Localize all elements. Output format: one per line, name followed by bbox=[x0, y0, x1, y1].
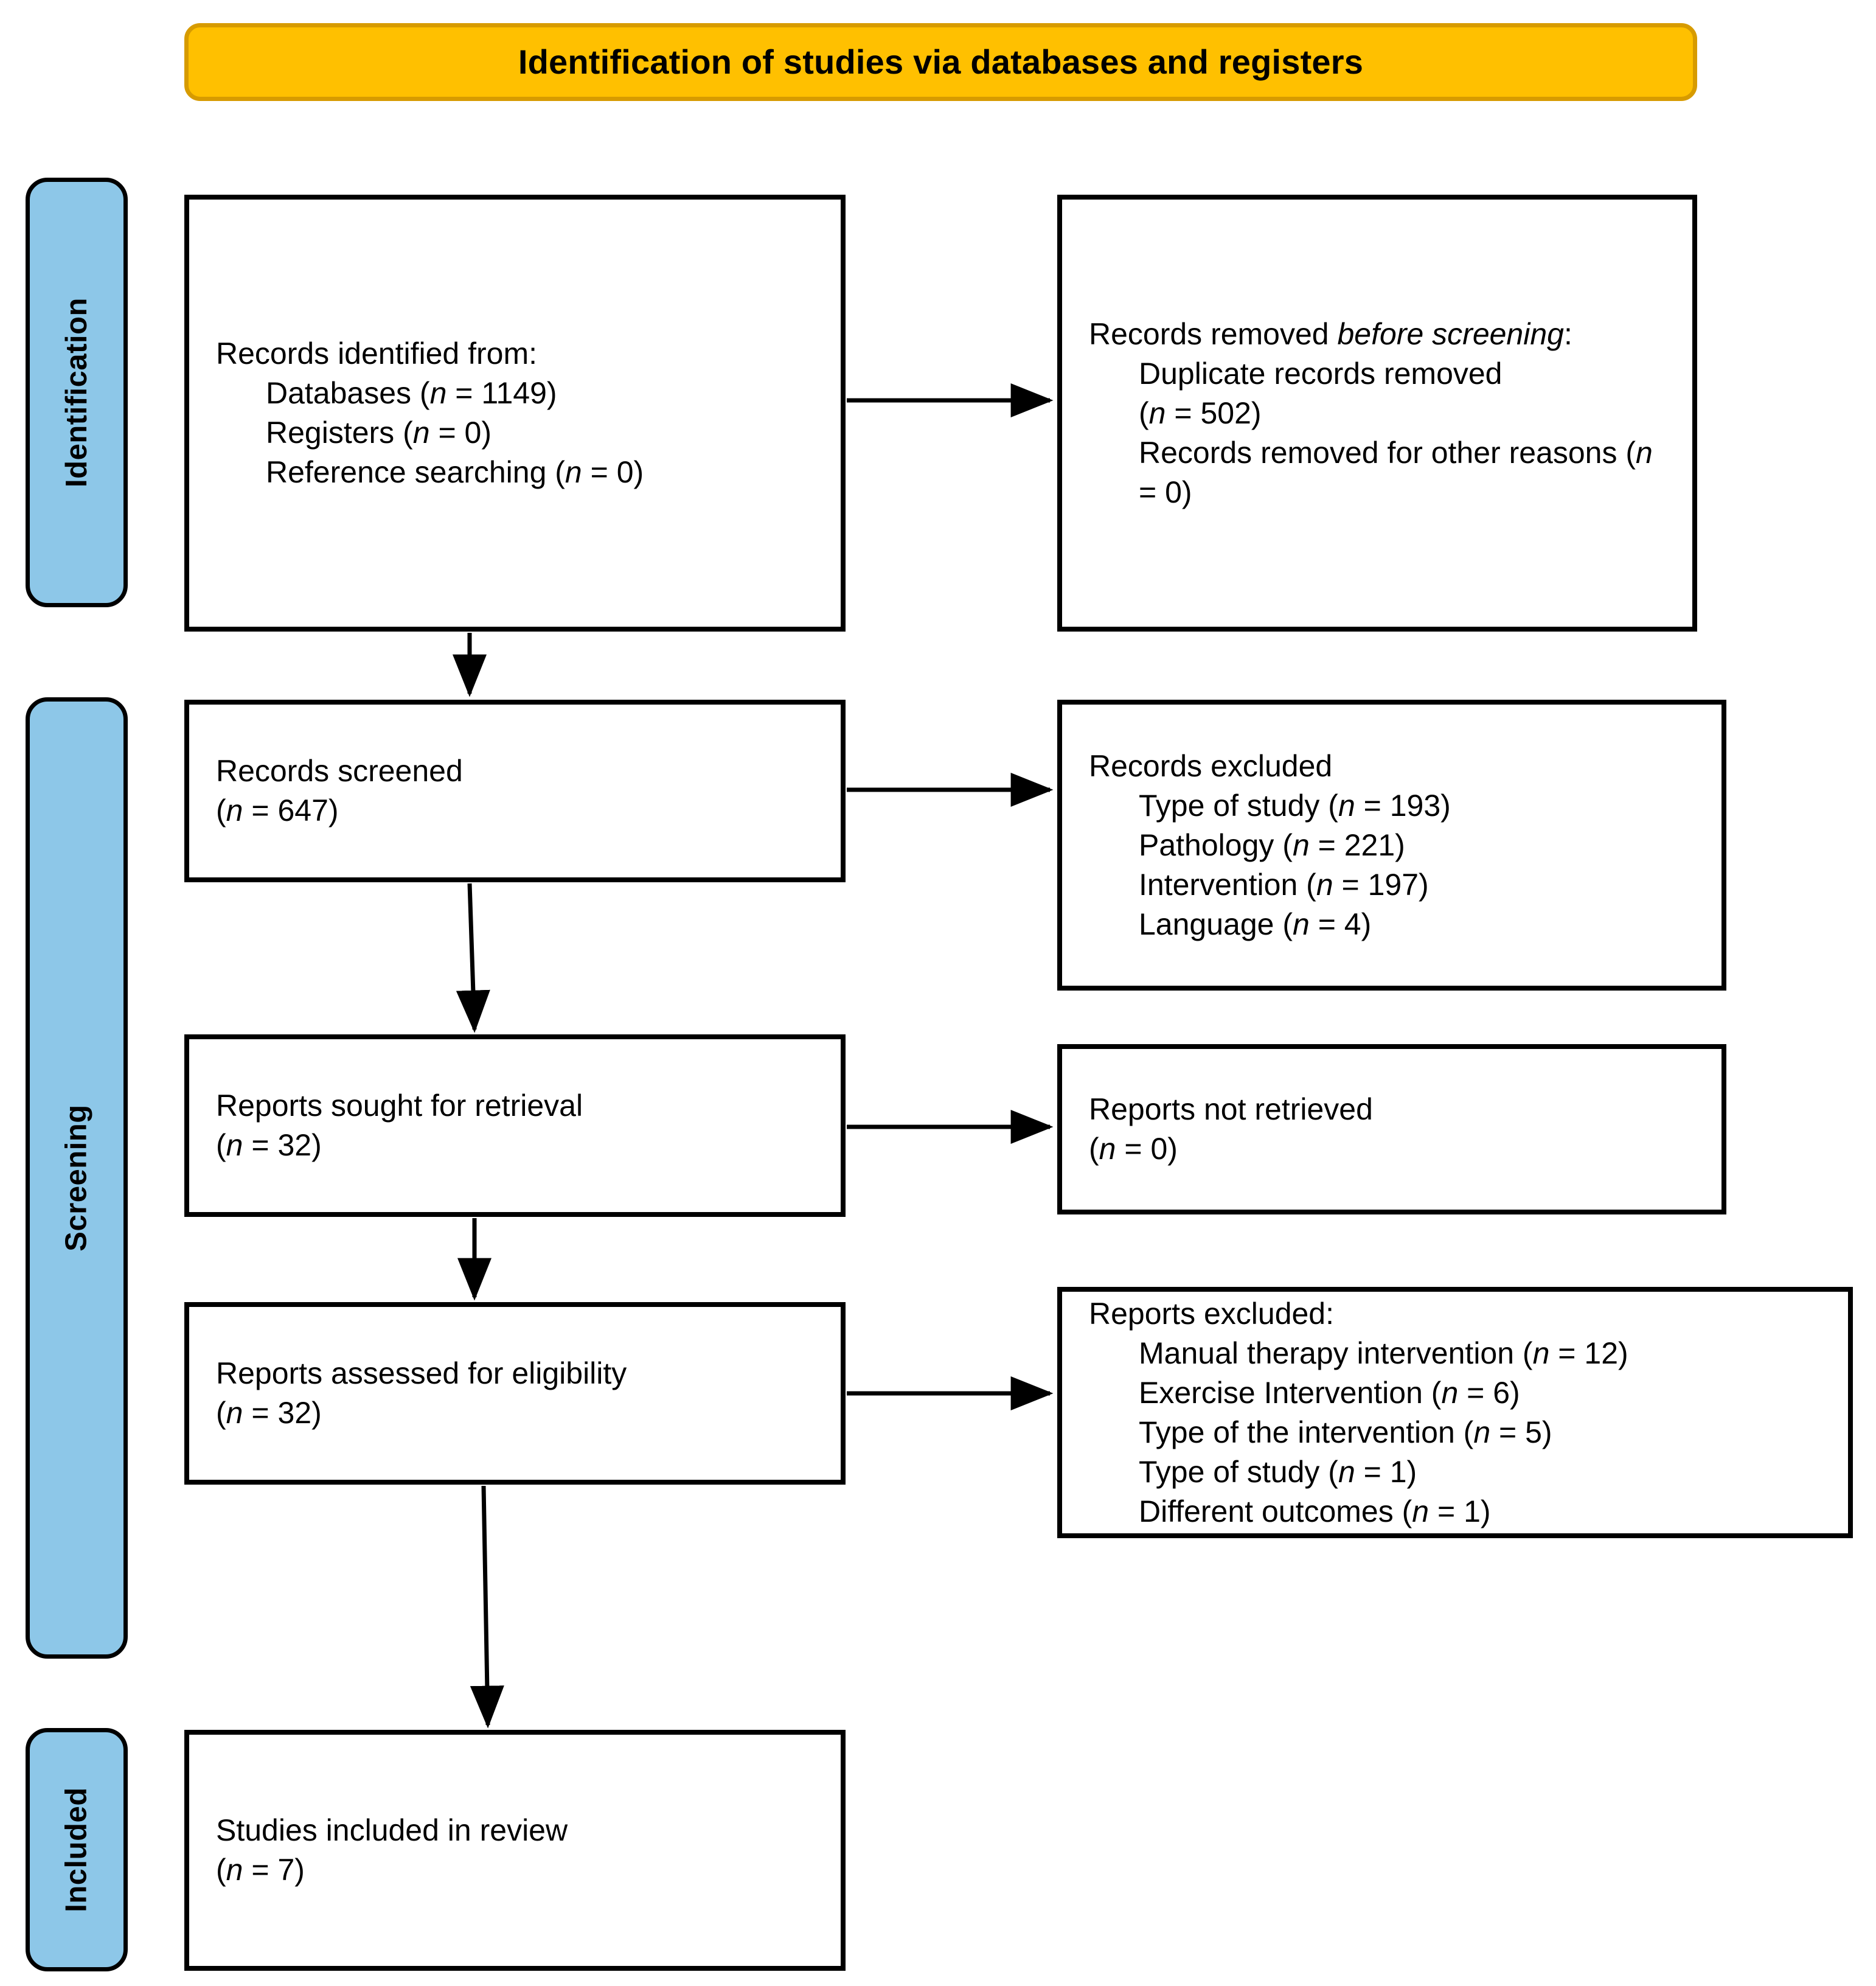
box-studies-included-in-review: Studies included in review (n = 7) bbox=[184, 1730, 846, 1971]
records-identified-heading: Records identified from: bbox=[216, 336, 538, 371]
diagram-title-banner: Identification of studies via databases … bbox=[184, 23, 1697, 101]
reports-excluded-item-manual-therapy: Manual therapy intervention (n = 12) bbox=[1139, 1336, 1628, 1370]
records-identified-item-reference-searching: Reference searching (n = 0) bbox=[266, 455, 644, 489]
arrow-assessed-to-included bbox=[470, 1485, 504, 1729]
reports-excluded-item-exercise-intervention: Exercise Intervention (n = 6) bbox=[1139, 1375, 1520, 1410]
box-records-removed-before-screening: Records removed before screening: Duplic… bbox=[1057, 195, 1697, 632]
records-excluded-item-intervention: Intervention (n = 197) bbox=[1139, 867, 1429, 902]
reports-excluded-item-type-of-the-intervention: Type of the intervention (n = 5) bbox=[1139, 1415, 1552, 1449]
records-excluded-item-pathology: Pathology (n = 221) bbox=[1139, 827, 1405, 862]
reports-sought-heading: Reports sought for retrieval bbox=[216, 1089, 583, 1123]
records-identified-item-registers: Registers (n = 0) bbox=[266, 416, 492, 450]
stage-tab-screening: Screening bbox=[26, 697, 128, 1659]
box-reports-assessed-for-eligibility: Reports assessed for eligibility (n = 32… bbox=[184, 1302, 846, 1485]
reports-not-retrieved-heading: Reports not retrieved bbox=[1089, 1092, 1373, 1126]
box-reports-excluded: Reports excluded: Manual therapy interve… bbox=[1057, 1287, 1853, 1538]
records-excluded-heading: Records excluded bbox=[1089, 748, 1333, 783]
studies-included-count: (n = 7) bbox=[216, 1853, 305, 1887]
box-records-screened: Records screened (n = 647) bbox=[184, 700, 846, 882]
box-reports-not-retrieved: Reports not retrieved (n = 0) bbox=[1057, 1044, 1726, 1214]
reports-assessed-count: (n = 32) bbox=[216, 1396, 322, 1430]
reports-not-retrieved-count: (n = 0) bbox=[1089, 1132, 1178, 1166]
reports-excluded-heading: Reports excluded: bbox=[1089, 1296, 1335, 1331]
records-screened-heading: Records screened bbox=[216, 754, 463, 788]
records-identified-item-databases: Databases (n = 1149) bbox=[266, 376, 557, 410]
box-reports-sought-for-retrieval: Reports sought for retrieval (n = 32) bbox=[184, 1034, 846, 1217]
reports-excluded-item-different-outcomes: Different outcomes (n = 1) bbox=[1139, 1494, 1491, 1528]
studies-included-heading: Studies included in review bbox=[216, 1813, 568, 1847]
records-removed-item-duplicates: Duplicate records removed(n = 502) bbox=[1139, 356, 1503, 430]
diagram-title: Identification of studies via databases … bbox=[518, 43, 1364, 82]
records-removed-item-other-reasons: Records removed for other reasons (n = 0… bbox=[1139, 435, 1653, 509]
stage-tab-identification: Identification bbox=[26, 178, 128, 607]
records-removed-heading: Records removed before screening: bbox=[1089, 316, 1572, 351]
arrow-screened-to-sought bbox=[456, 883, 490, 1033]
box-records-excluded: Records excluded Type of study (n = 193)… bbox=[1057, 700, 1726, 991]
records-excluded-item-type-of-study: Type of study (n = 193) bbox=[1139, 788, 1451, 823]
records-excluded-item-language: Language (n = 4) bbox=[1139, 907, 1372, 941]
stage-tab-included: Included bbox=[26, 1728, 128, 1971]
reports-sought-count: (n = 32) bbox=[216, 1128, 322, 1162]
records-screened-count: (n = 647) bbox=[216, 793, 339, 827]
reports-excluded-item-type-of-study: Type of study (n = 1) bbox=[1139, 1454, 1417, 1489]
reports-assessed-heading: Reports assessed for eligibility bbox=[216, 1356, 627, 1390]
box-records-identified: Records identified from: Databases (n = … bbox=[184, 195, 846, 632]
